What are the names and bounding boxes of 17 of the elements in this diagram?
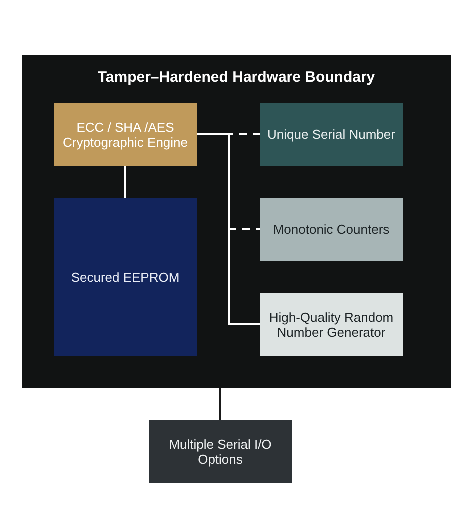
process-box bbox=[260, 103, 403, 166]
boundary-panel bbox=[22, 55, 451, 388]
connector-line bbox=[124, 166, 126, 198]
process-box bbox=[260, 198, 403, 261]
box-label: Unique Serial Number bbox=[266, 127, 396, 142]
memory-box bbox=[54, 198, 197, 356]
box-label: Secured EEPROM bbox=[70, 270, 181, 284]
process-box bbox=[149, 420, 292, 483]
box-label: ECC / SHA /AES Cryptographic Engine bbox=[62, 120, 190, 150]
box-label: Multiple Serial I/O Options bbox=[168, 436, 273, 466]
process-box bbox=[54, 103, 197, 166]
box-label: High-Quality Random Number Generator bbox=[268, 310, 395, 340]
box-label: Monotonic Counters bbox=[272, 222, 391, 237]
connector-line bbox=[197, 134, 260, 326]
boundary-title: Tamper–Hardened Hardware Boundary bbox=[96, 69, 376, 86]
connector-line bbox=[220, 388, 222, 420]
process-box bbox=[260, 293, 403, 356]
